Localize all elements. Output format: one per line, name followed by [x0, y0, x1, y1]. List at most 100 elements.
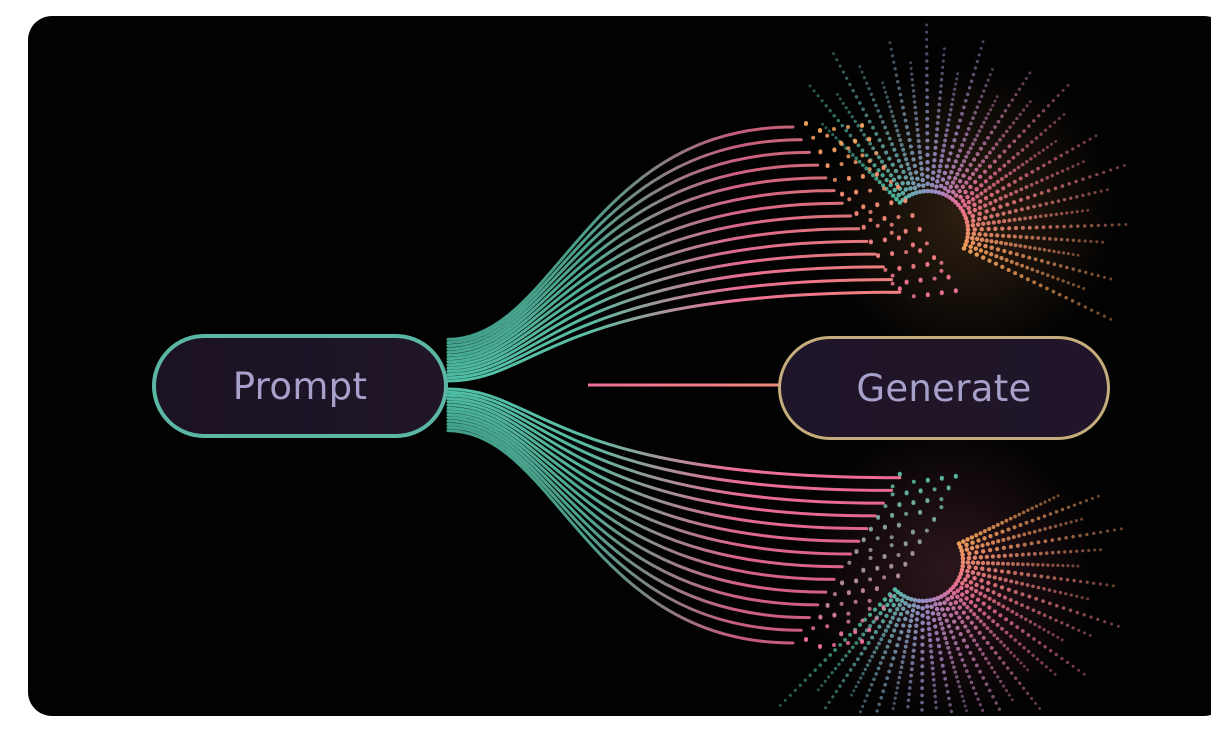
burst-dot	[1018, 197, 1024, 202]
burst-dot	[831, 695, 835, 699]
burst-dot	[948, 601, 953, 607]
burst-dot	[991, 182, 996, 187]
burst-dot	[964, 589, 970, 595]
burst-dot	[981, 601, 986, 606]
burst-dot	[925, 45, 929, 49]
burst-dot	[942, 186, 948, 191]
burst-dot	[974, 663, 979, 668]
burst-dot	[962, 202, 968, 208]
burst-dot	[913, 170, 919, 175]
burst-dot	[1050, 538, 1055, 542]
burst-dot	[894, 73, 899, 77]
burst-dot	[1009, 192, 1013, 196]
burst-dot	[857, 159, 862, 164]
burst-dot	[984, 554, 990, 560]
burst-dot	[1075, 195, 1079, 199]
burst-dot	[920, 700, 924, 705]
burst-dot	[1089, 615, 1093, 619]
burst-dot	[1077, 302, 1081, 306]
burst-dot	[832, 643, 836, 647]
burst-dot	[876, 168, 881, 173]
burst-dot	[990, 665, 994, 670]
burst-dot	[1037, 114, 1041, 118]
burst-dot	[1039, 574, 1044, 579]
burst-dot	[856, 124, 860, 128]
burst-dot	[868, 527, 873, 532]
burst-dot	[915, 127, 920, 132]
burst-dot	[846, 619, 851, 624]
burst-dot	[912, 597, 918, 603]
burst-dot	[871, 146, 876, 151]
burst-dot	[1080, 596, 1084, 600]
prompt-button[interactable]: Prompt	[152, 334, 448, 438]
burst-dot	[925, 262, 930, 267]
burst-dot	[1064, 592, 1068, 596]
burst-dot	[1093, 548, 1097, 552]
burst-dot	[975, 133, 980, 138]
burst-dot	[910, 214, 915, 218]
flow-line	[446, 413, 836, 581]
burst-dot	[890, 484, 895, 489]
burst-dot	[989, 245, 994, 250]
burst-dot	[940, 177, 946, 182]
burst-dot	[1099, 189, 1103, 193]
burst-dot	[964, 596, 969, 601]
burst-dot	[969, 121, 973, 126]
burst-dot	[1002, 595, 1008, 600]
burst-dot	[1103, 620, 1107, 624]
burst-dot	[1033, 154, 1037, 158]
burst-dot	[910, 552, 915, 556]
burst-dot	[1022, 129, 1026, 133]
burst-dot	[911, 180, 916, 186]
burst-dot	[880, 144, 885, 149]
burst-dot	[985, 541, 990, 547]
burst-dot	[883, 628, 888, 633]
burst-dot	[906, 705, 910, 709]
flow-line	[446, 138, 803, 345]
burst-dot	[885, 644, 890, 649]
burst-dot	[1088, 175, 1092, 179]
burst-dot	[1021, 562, 1025, 567]
generate-button[interactable]: Generate	[778, 336, 1110, 440]
burst-dot	[908, 186, 913, 191]
burst-dot	[960, 184, 966, 189]
burst-dot	[911, 654, 916, 659]
burst-dot	[1048, 615, 1053, 620]
burst-dot	[1122, 163, 1126, 167]
burst-dot	[890, 273, 895, 278]
burst-dot	[912, 94, 916, 99]
flow-line	[446, 227, 861, 367]
burst-dot	[965, 644, 970, 649]
burst-dot	[896, 158, 901, 163]
burst-dot	[898, 138, 903, 143]
burst-dot	[966, 199, 972, 205]
burst-dot	[975, 615, 980, 620]
burst-dot	[1006, 159, 1011, 164]
burst-dot	[977, 630, 982, 635]
burst-dot	[1037, 625, 1042, 629]
burst-dot	[981, 572, 986, 578]
burst-dot	[939, 476, 944, 481]
burst-dot	[974, 252, 980, 257]
burst-dot	[896, 185, 901, 190]
burst-dot	[1028, 620, 1033, 624]
burst-dot	[1034, 136, 1039, 140]
burst-dot	[995, 189, 1000, 194]
burst-dot	[920, 598, 925, 604]
burst-dot	[1086, 597, 1090, 601]
burst-dot	[977, 53, 981, 57]
burst-dot	[889, 47, 893, 51]
burst-dot	[958, 194, 963, 200]
burst-dot	[981, 708, 985, 713]
burst-dot	[896, 80, 900, 84]
burst-dot	[1007, 693, 1011, 697]
burst-dot	[963, 98, 968, 103]
burst-dot	[959, 548, 964, 554]
burst-dot	[1112, 528, 1117, 532]
burst-dot	[832, 148, 837, 153]
burst-dot	[888, 598, 894, 603]
burst-dot	[890, 54, 895, 58]
burst-dot	[1087, 192, 1091, 196]
burst-dot	[995, 247, 1001, 252]
burst-dot	[973, 625, 978, 630]
